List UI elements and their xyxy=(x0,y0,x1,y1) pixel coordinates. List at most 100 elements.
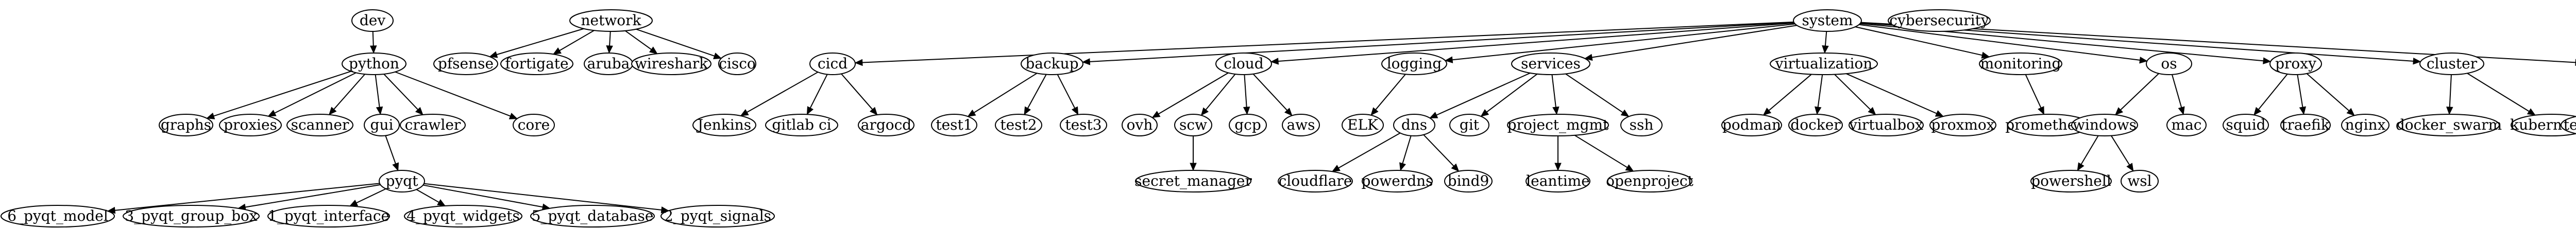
node-label: cybersecurity xyxy=(1889,12,1989,29)
node-label: 3_pyqt_group_box xyxy=(125,207,258,224)
edge-python-crawler xyxy=(383,74,418,110)
node-ellipse xyxy=(123,205,260,227)
edge-cluster-kubernetes xyxy=(2467,73,2530,112)
node-ellipse xyxy=(2121,170,2159,192)
node-ellipse xyxy=(765,114,838,136)
node-nginx: nginx xyxy=(2341,114,2389,136)
node-label: project_mgmt xyxy=(1507,116,1609,133)
node-cloudflare: cloudflare xyxy=(1278,170,1353,192)
arrowhead-os-mac xyxy=(2178,106,2185,115)
node-label: bind9 xyxy=(1448,172,1489,189)
node-label: python xyxy=(349,55,399,72)
node-cluster: cluster xyxy=(2419,52,2484,75)
node-label: cicd xyxy=(818,55,848,72)
node-label: leantime xyxy=(1526,172,1590,189)
node-jenkins: Jenkins xyxy=(692,114,756,136)
edge-virtualization-podman xyxy=(1768,74,1812,111)
node-ellipse xyxy=(1449,114,1489,136)
node-scanner: scanner xyxy=(286,114,353,136)
node-ellipse xyxy=(267,205,390,227)
node-traefik: traefik xyxy=(2280,114,2331,136)
node-ellipse xyxy=(342,52,406,75)
edge-backup-test2 xyxy=(1027,74,1047,109)
arrowhead-network-wireshark xyxy=(649,46,658,55)
edge-system-logging xyxy=(1452,23,1795,61)
node-ellipse xyxy=(351,9,394,32)
node-label: nginx xyxy=(2345,116,2386,133)
arrowhead-network-aruba xyxy=(606,45,613,54)
arrowhead-python-proxies xyxy=(267,110,277,117)
arrowhead-services-project_mgmt xyxy=(1552,106,1560,115)
node-ellipse xyxy=(1888,9,1991,32)
node-elk: ELK xyxy=(1342,114,1384,136)
node-q5: 5_pyqt_database xyxy=(530,205,655,227)
node-label: test2 xyxy=(1000,116,1037,133)
node-label: ovh xyxy=(1127,116,1153,133)
edge-python-core xyxy=(395,71,511,117)
edge-proxy-traefik xyxy=(2297,74,2303,108)
node-gcp: gcp xyxy=(1229,114,1267,136)
edge-monitoring-prometheus xyxy=(2025,74,2042,108)
node-bind9: bind9 xyxy=(1444,170,1493,192)
node-ellipse xyxy=(1507,114,1609,136)
node-label: terraform xyxy=(2564,116,2576,133)
node-terraform: terraform xyxy=(2561,116,2576,134)
node-gitlabci: gitlab ci xyxy=(765,114,838,136)
arrowhead-scw-secret_manager xyxy=(1190,163,1197,171)
arrowhead-gui-pyqt xyxy=(392,162,399,171)
node-ellipse xyxy=(1282,114,1320,136)
node-aruba: aruba xyxy=(584,52,633,75)
node-ellipse xyxy=(1620,114,1663,136)
arrowhead-cloud-scw xyxy=(1200,107,1209,116)
node-kubernetes: kubernetes xyxy=(2510,114,2576,136)
node-backup: backup xyxy=(1021,52,1083,75)
edge-network-aruba xyxy=(609,31,611,46)
edge-logging-elk xyxy=(1375,74,1406,110)
arrowhead-virtualization-docker xyxy=(1815,106,1822,115)
node-label: dns xyxy=(1401,116,1427,133)
node-label: docker_swarm xyxy=(2396,116,2502,133)
node-label: cluster xyxy=(2427,55,2478,72)
edge-system-services xyxy=(1591,25,1797,58)
node-label: powershell xyxy=(2031,172,2111,189)
node-virtualization: virtualization xyxy=(1770,52,1878,75)
edge-system-cloud xyxy=(1278,22,1794,62)
node-core: core xyxy=(513,114,555,136)
edge-system-backup xyxy=(1090,22,1794,62)
arrowhead-windows-powershell xyxy=(2077,162,2084,171)
node-scw: scw xyxy=(1174,114,1212,136)
node-label: secret_manager xyxy=(1134,172,1252,189)
node-mac: mac xyxy=(2166,114,2207,136)
node-ellipse xyxy=(2561,116,2576,134)
node-label: proxmox xyxy=(1931,116,1994,133)
node-ssh: ssh xyxy=(1620,114,1663,136)
arrowhead-system-logging xyxy=(1444,56,1453,63)
edge-os-mac xyxy=(2171,74,2182,108)
node-ellipse xyxy=(1,205,115,227)
node-label: network xyxy=(581,12,641,29)
arrowhead-system-proxy xyxy=(2263,57,2272,64)
node-ellipse xyxy=(1788,114,1843,136)
node-ellipse xyxy=(2030,170,2112,192)
node-ellipse xyxy=(2269,52,2322,75)
node-label: services xyxy=(1521,55,1581,72)
node-label: fortigate xyxy=(505,55,568,72)
node-powershell: powershell xyxy=(2030,170,2112,192)
node-cicd: cicd xyxy=(809,52,856,75)
arrowhead-dns-cloudflare xyxy=(1331,165,1341,172)
node-label: git xyxy=(1460,116,1480,133)
node-label: aws xyxy=(1286,116,1315,133)
node-label: monitoring xyxy=(1980,55,2061,72)
node-label: test3 xyxy=(1065,116,1101,133)
node-ovh: ovh xyxy=(1122,114,1158,136)
arrowhead-network-pfsense xyxy=(489,51,498,58)
edge-system-monitoring xyxy=(1855,26,1982,56)
arrowhead-dns-powerdns xyxy=(1399,162,1406,171)
node-ellipse xyxy=(2419,52,2484,75)
node-cybersecurity: cybersecurity xyxy=(1888,9,1991,32)
node-ellipse xyxy=(1021,52,1083,75)
arrowhead-logging-elk xyxy=(1370,107,1379,116)
node-ellipse xyxy=(530,205,655,227)
node-label: cloudflare xyxy=(1279,172,1352,189)
node-label: crawler xyxy=(405,116,461,133)
